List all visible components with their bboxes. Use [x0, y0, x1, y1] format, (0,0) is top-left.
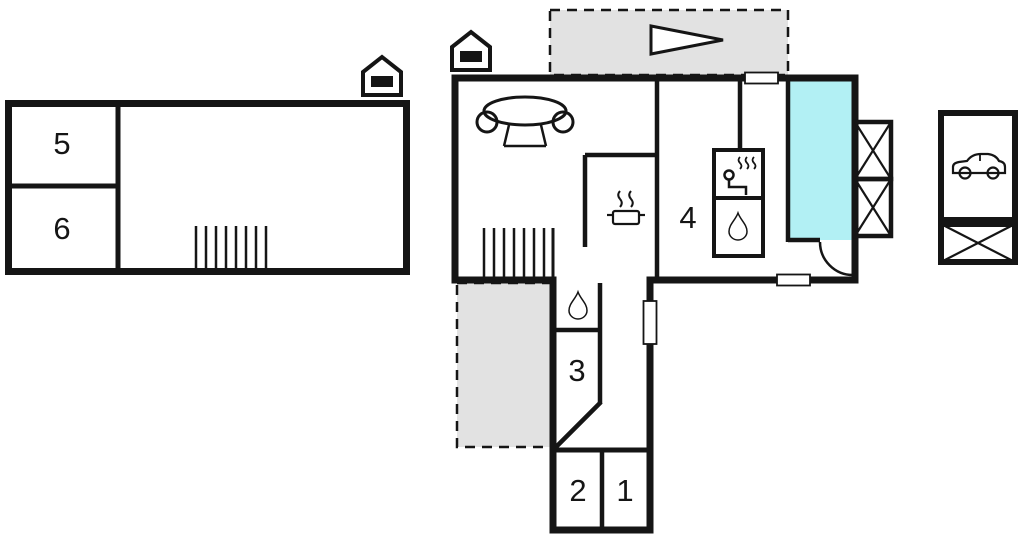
diagonal-wall [554, 400, 603, 449]
carport [938, 110, 1018, 265]
water-area [790, 81, 852, 240]
stairs-icon [482, 228, 546, 277]
room-label-4: 4 [679, 200, 696, 235]
door-swing-arc [818, 241, 854, 277]
house-icon [450, 29, 492, 72]
window-icon [776, 273, 811, 287]
direction-arrow-icon [649, 24, 724, 56]
water-drop-icon [728, 210, 748, 241]
shower-room [712, 196, 765, 258]
sofa-icon [475, 95, 575, 148]
room-label-3: 3 [568, 353, 585, 388]
cross-box-icon [852, 119, 894, 182]
sauna-room [712, 148, 765, 200]
stove-icon [607, 190, 645, 226]
upper-floor-building: 5 6 [5, 100, 410, 275]
room-label-5: 5 [53, 126, 70, 161]
cross-box-icon [852, 176, 894, 239]
car-icon [951, 152, 1007, 180]
interior-walls [551, 78, 820, 528]
room-label-1: 1 [616, 473, 633, 508]
sauna-icon [723, 156, 757, 195]
cross-box-icon [938, 221, 1018, 265]
house-icon [361, 54, 403, 97]
water-drop-icon [568, 289, 588, 320]
stairs-icon [194, 226, 268, 270]
room-label-2: 2 [569, 473, 586, 508]
room-label-6: 6 [53, 211, 70, 246]
window-icon [744, 71, 779, 85]
terrace-bottom [455, 281, 556, 449]
door-icon [642, 300, 658, 345]
